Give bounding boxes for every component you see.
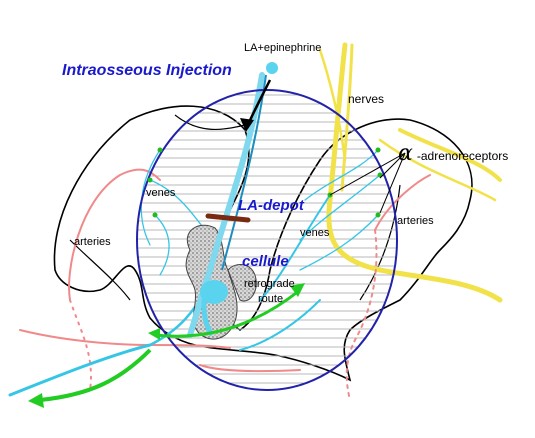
nerves xyxy=(318,42,503,303)
cellule-label: cellule xyxy=(242,253,289,270)
retrograde-route-label: retrograde route xyxy=(244,278,298,305)
needle-spread xyxy=(187,72,265,338)
injection-arrowhead-icon xyxy=(240,118,254,132)
outflow-arrow xyxy=(39,348,152,402)
arteries-left-label: arteries xyxy=(74,236,111,248)
venes-right-label: venes xyxy=(300,227,330,239)
focus-circle xyxy=(136,89,398,391)
la-epinephrine-label: LA+epinephrine xyxy=(244,42,321,54)
la-depot-marker xyxy=(205,213,251,223)
cellule-pulp-right xyxy=(227,264,257,302)
alpha-adrenoreceptors-label: α -adrenoreceptors xyxy=(398,141,508,166)
circle-entry-arrowhead-icon xyxy=(148,328,160,340)
crown-cusp xyxy=(174,114,246,131)
venes-left-label: venes xyxy=(146,187,176,199)
retrograde-route-arrow xyxy=(154,288,301,338)
needle xyxy=(221,74,267,271)
outflow-arrowhead-icon xyxy=(28,393,44,408)
la-depot-label: LA-depot xyxy=(238,197,305,214)
intraosseous-injection-title: Intraosseous Injection xyxy=(62,62,232,79)
nerves-label: nerves xyxy=(348,92,384,106)
alpha-pointer-lines xyxy=(329,152,406,214)
arteries-right-label: arteries xyxy=(397,215,434,227)
inner-root-line-left xyxy=(69,239,131,301)
injection-point-icon xyxy=(266,62,278,74)
retrograde-arrowhead-icon xyxy=(290,283,305,297)
